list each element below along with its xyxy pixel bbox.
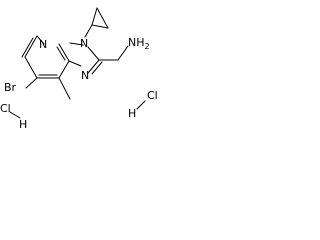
amine-label: NH2 bbox=[128, 36, 150, 51]
pyridine-nitrogen-label: N bbox=[39, 38, 47, 51]
amine-nh-text: NH bbox=[128, 36, 145, 49]
cyclopropyl-group bbox=[84, 7, 109, 38]
salt-bonds bbox=[9, 100, 146, 119]
imidazole-nitrogen-bottom-label: N bbox=[81, 69, 89, 82]
bromine-label: Br bbox=[4, 81, 17, 94]
substituent-bonds bbox=[25, 45, 129, 100]
salt-2-cl-label: Cl bbox=[0, 102, 11, 115]
salt-2-h-label: H bbox=[19, 118, 27, 131]
imidazole-nitrogen-top-label: N bbox=[80, 37, 88, 50]
salt-1-cl-label: Cl bbox=[147, 89, 158, 102]
amine-subscript: 2 bbox=[145, 42, 150, 51]
pyridine-ring bbox=[21, 35, 70, 79]
salt-1-h-label: H bbox=[128, 107, 136, 120]
structure-diagram: Br N N N NH2 H Cl Cl H bbox=[0, 7, 158, 131]
imidazole-ring bbox=[68, 42, 103, 75]
